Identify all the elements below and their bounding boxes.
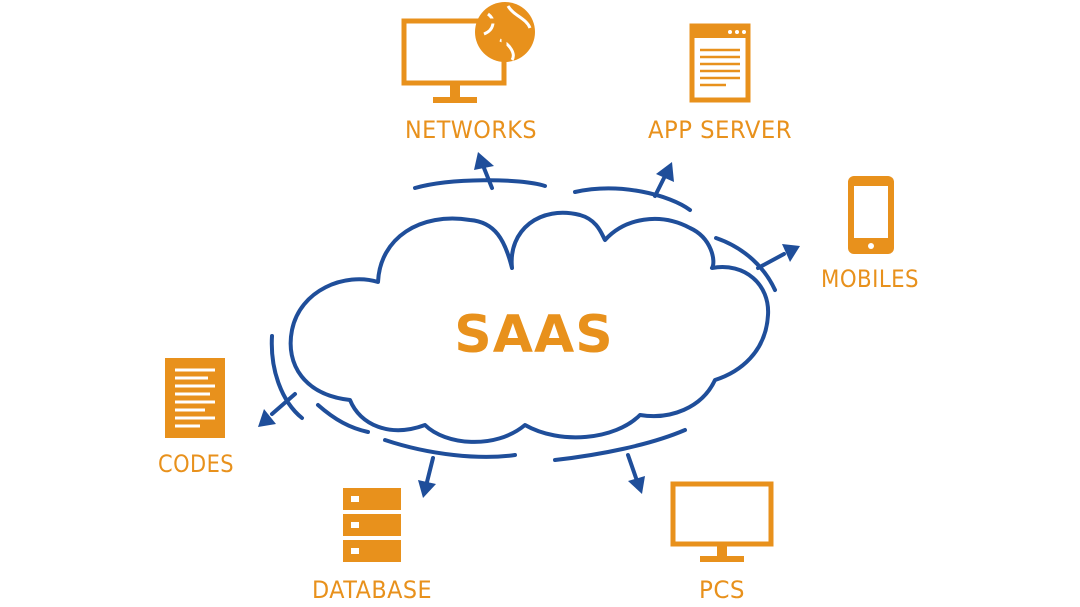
document-icon — [165, 358, 225, 438]
center-label: SAAS — [454, 305, 613, 365]
connector-arrows — [258, 152, 800, 498]
label-codes: CODES — [158, 450, 234, 478]
browser-window-icon — [689, 23, 751, 103]
label-pcs: PCS — [699, 576, 745, 604]
smartphone-icon — [848, 176, 894, 254]
label-networks: NETWORKS — [405, 116, 537, 144]
label-app-server: APP SERVER — [648, 116, 792, 144]
label-mobiles: MOBILES — [821, 265, 919, 293]
watermark-text: 大数跨境 — [54, 574, 134, 598]
monitor-globe-icon — [401, 2, 535, 103]
monitor-icon — [670, 481, 774, 562]
database-server-icon — [343, 488, 401, 562]
watermark: 大数跨境 — [11, 574, 134, 598]
label-database: DATABASE — [312, 576, 432, 604]
cloud — [269, 178, 777, 462]
